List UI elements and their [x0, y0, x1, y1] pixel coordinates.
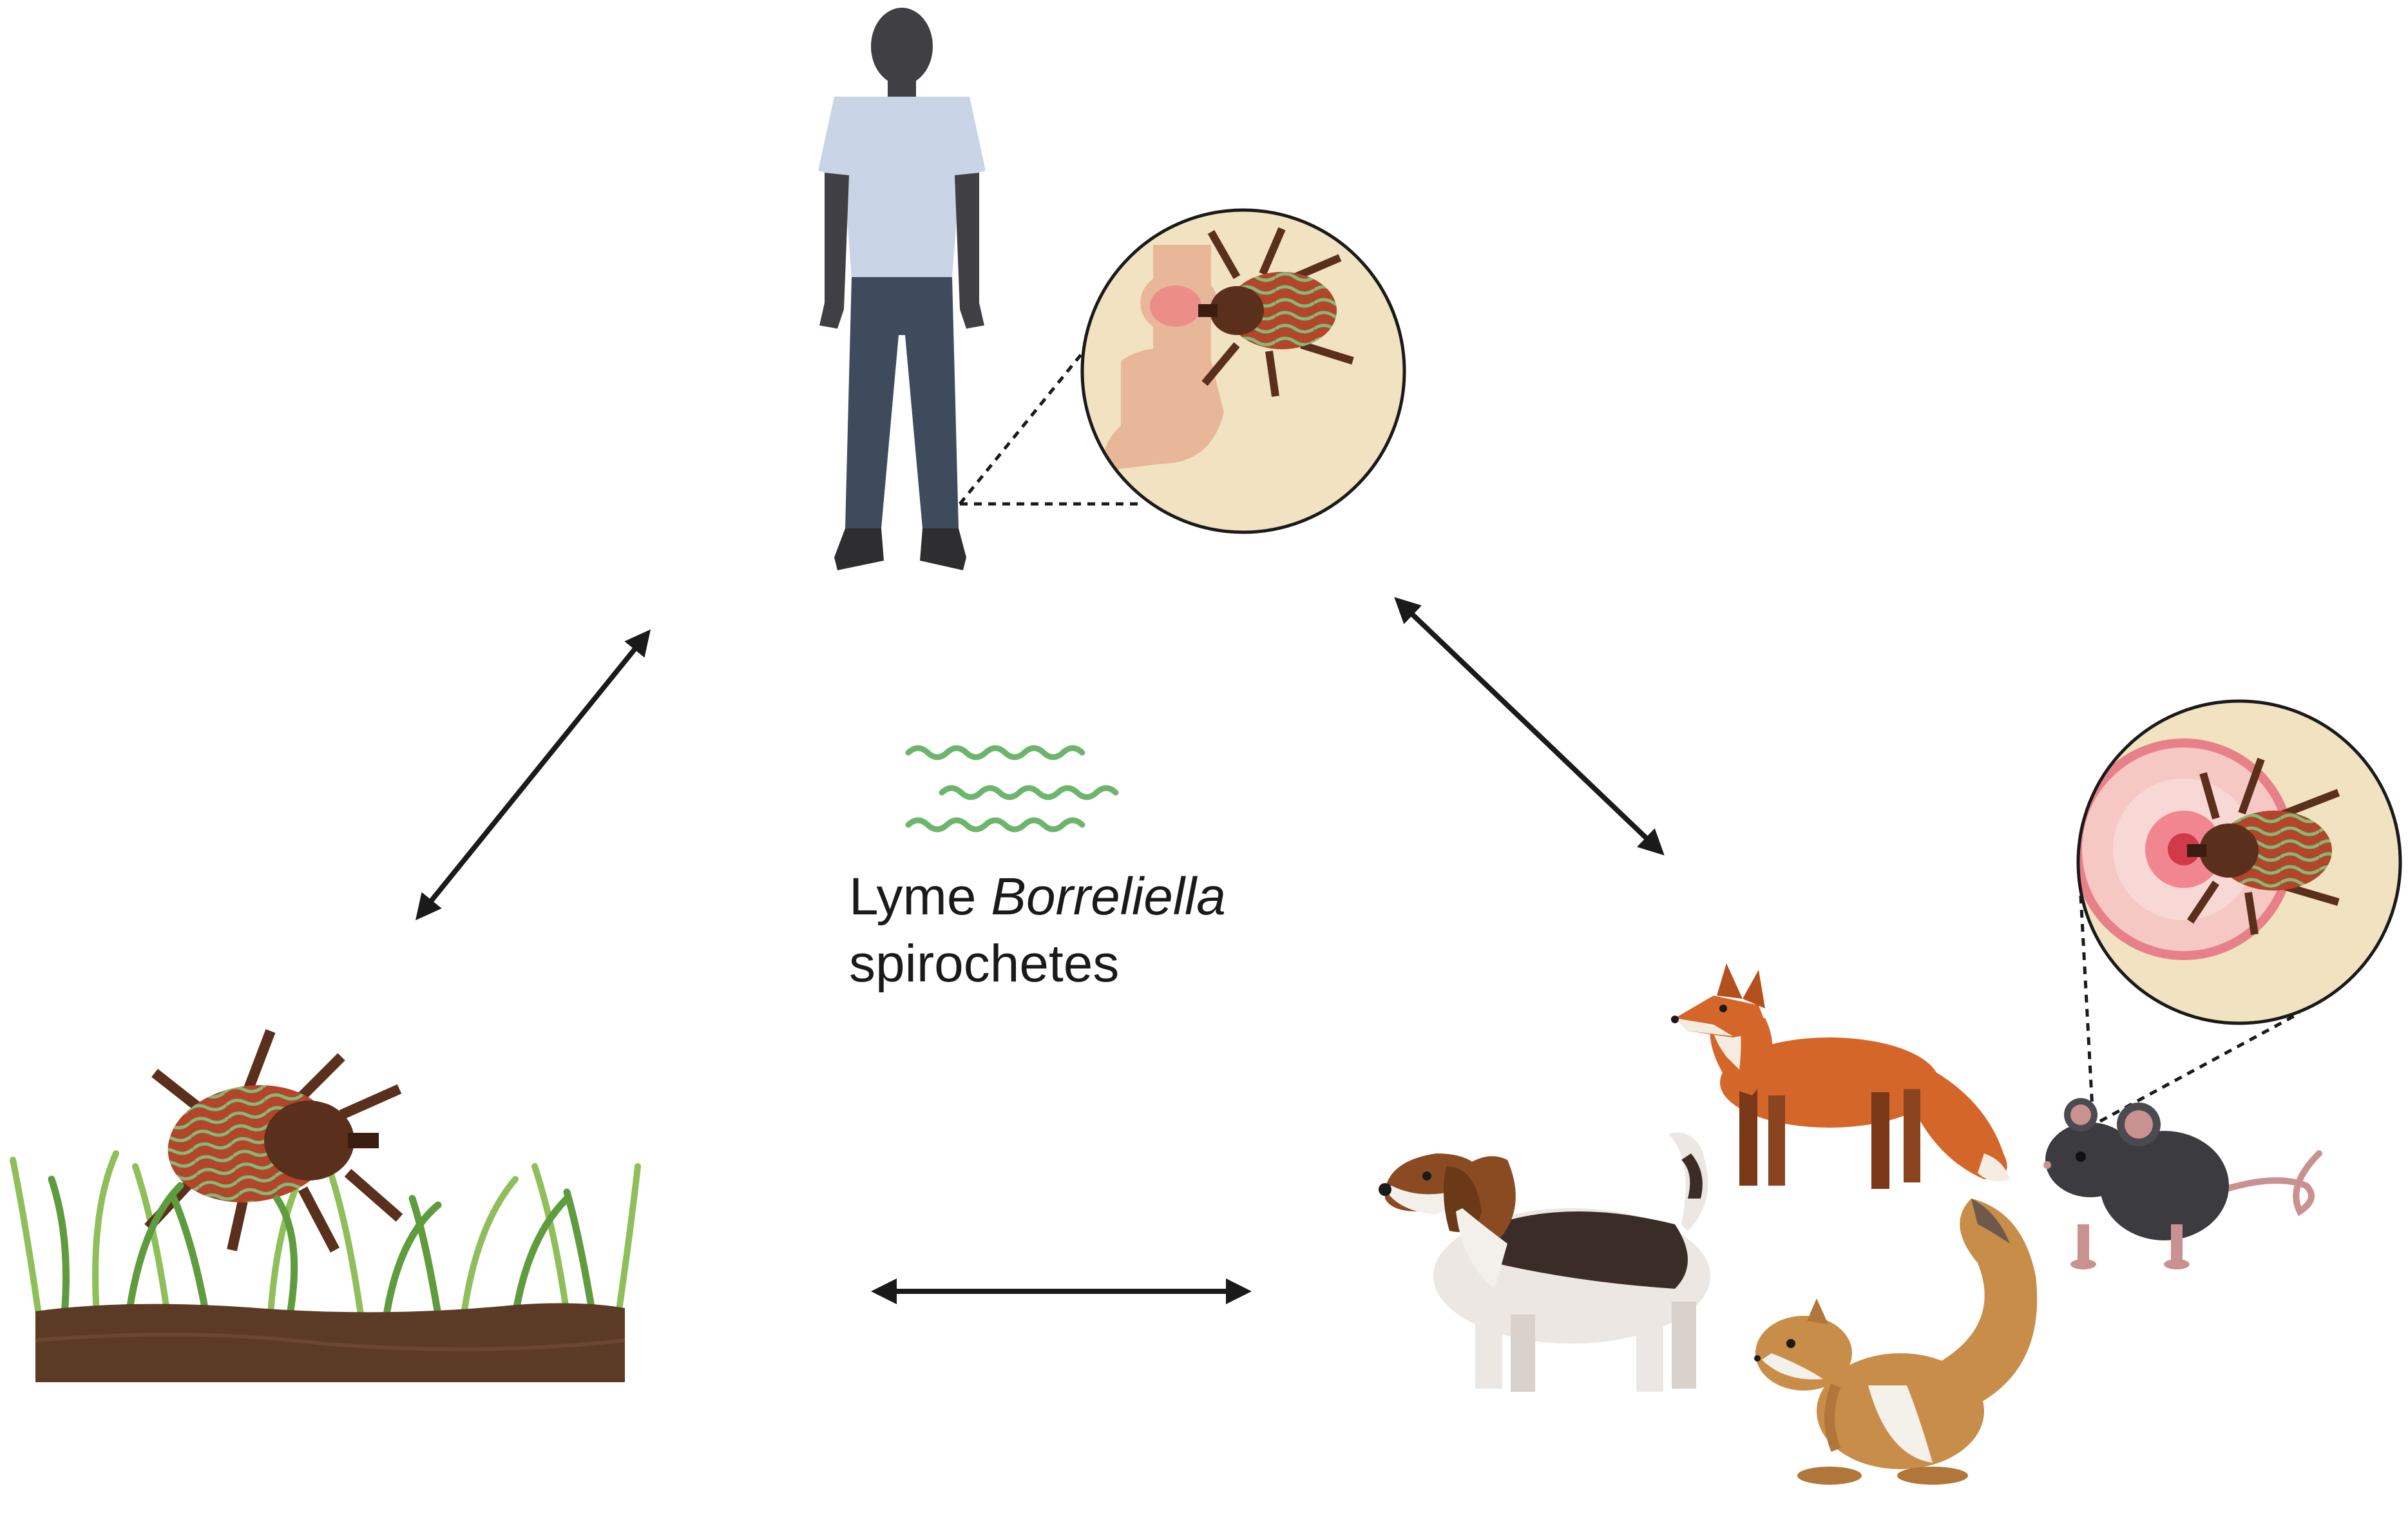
fox-icon: [1671, 963, 2010, 1189]
label-genus-prefix: Lyme: [849, 867, 991, 926]
spirochete-label: Lyme Borreliella spirochetes: [849, 863, 1226, 997]
spirochete-label-line-1: Lyme Borreliella: [849, 863, 1226, 930]
inset-leader-right: [2079, 895, 2301, 1123]
tick-on-foot-inset-icon: [1080, 208, 1406, 534]
tick-in-grass-icon: [10, 1029, 641, 1382]
arrow-human-animals: [1394, 597, 1665, 856]
arrow-human-tick: [415, 629, 651, 921]
human-icon: [818, 8, 986, 570]
dog-icon: [1379, 1132, 1710, 1392]
label-genus-italic: Borreliella: [991, 867, 1226, 926]
spirochetes-icon: [905, 745, 1119, 833]
mouse-icon: [2043, 1098, 2322, 1269]
spirochete-label-line-2: spirochetes: [849, 934, 1120, 993]
inset-leader-top: [959, 352, 1143, 506]
tick-on-skin-inset-icon: [2076, 699, 2402, 1025]
squirrel-icon: [1754, 1199, 2038, 1485]
